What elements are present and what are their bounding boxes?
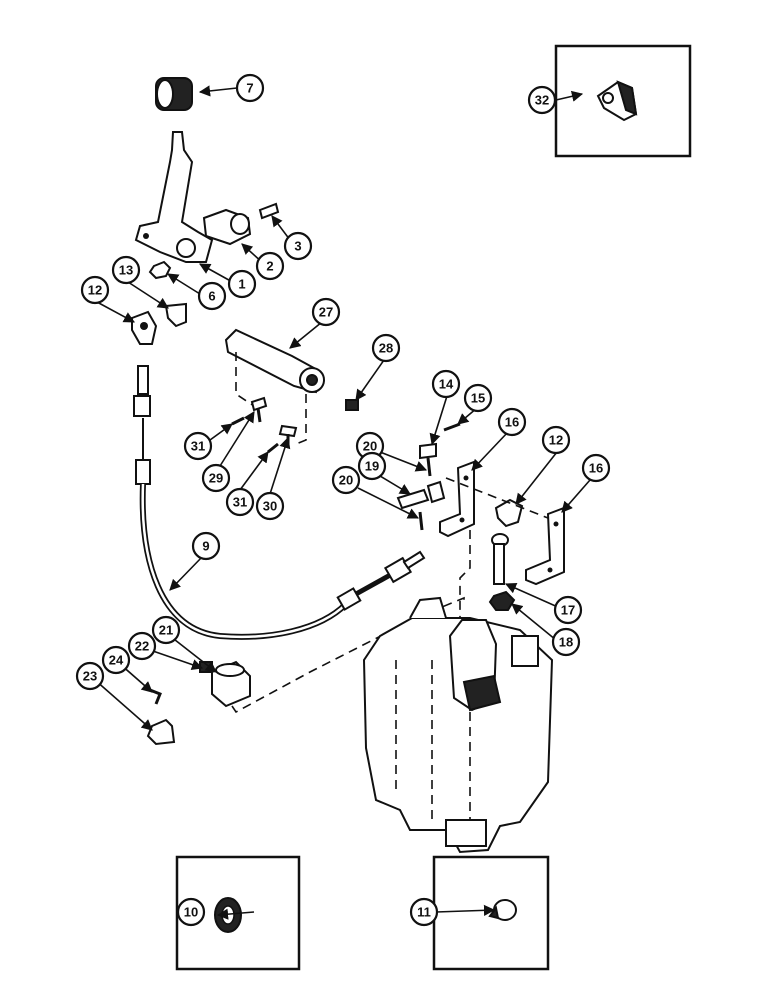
svg-text:20: 20 <box>339 473 353 488</box>
svg-text:19: 19 <box>365 459 379 474</box>
bracket-part-16-b <box>525 506 565 586</box>
callout-24: 24 <box>101 645 131 675</box>
callout-20-b: 20 <box>331 465 361 495</box>
nut-part-18 <box>488 590 516 611</box>
pin-part-13 <box>164 302 187 328</box>
svg-text:14: 14 <box>439 377 454 392</box>
screw-part-3 <box>258 202 280 220</box>
svg-text:15: 15 <box>471 391 485 406</box>
clevis-part-12-right <box>494 498 524 528</box>
svg-text:16: 16 <box>505 415 519 430</box>
cotter-part-31-b <box>267 442 279 454</box>
handle-part-27 <box>224 328 325 394</box>
svg-text:23: 23 <box>83 669 97 684</box>
svg-text:32: 32 <box>535 93 549 108</box>
callout-22: 22 <box>127 631 157 661</box>
bolt-part-14 <box>419 442 437 460</box>
bracket-part-2 <box>202 208 252 246</box>
svg-text:17: 17 <box>561 603 575 618</box>
bracket-part-23 <box>146 718 176 746</box>
callout-12-left: 12 <box>80 275 110 305</box>
callout-17: 17 <box>553 595 583 625</box>
callout-21: 21 <box>151 615 181 645</box>
callout-30: 30 <box>255 491 285 521</box>
callout-9: 9 <box>191 531 221 561</box>
cotter-part-31-a <box>231 416 245 426</box>
svg-text:22: 22 <box>135 639 149 654</box>
callout-19: 19 <box>357 451 387 481</box>
svg-text:9: 9 <box>202 539 209 554</box>
eyebolt-part-17 <box>491 533 509 585</box>
svg-text:21: 21 <box>159 623 173 638</box>
bracket-part-16-a <box>439 460 475 538</box>
svg-text:12: 12 <box>549 433 563 448</box>
svg-text:31: 31 <box>233 495 247 510</box>
svg-text:3: 3 <box>294 239 301 254</box>
svg-text:29: 29 <box>209 471 223 486</box>
pin-part-29 <box>250 396 268 423</box>
cotter-part-15 <box>443 422 461 432</box>
callout-13: 13 <box>111 255 141 285</box>
callout-16-b: 16 <box>581 453 611 483</box>
callout-16-a: 16 <box>497 407 527 437</box>
cable-part-9 <box>133 365 426 640</box>
screw-part-24 <box>149 688 162 705</box>
cotter-part-20-b <box>418 511 424 531</box>
spring-part-28 <box>345 399 359 411</box>
pin-part-30 <box>278 424 298 446</box>
svg-text:24: 24 <box>109 653 124 668</box>
clevis-part-12-left <box>131 310 158 345</box>
cap-part-21 <box>211 660 251 708</box>
callout-32: 32 <box>527 85 557 115</box>
callout-27: 27 <box>311 297 341 327</box>
cotter-part-20-a <box>426 457 432 477</box>
svg-text:6: 6 <box>208 289 215 304</box>
svg-text:20: 20 <box>363 439 377 454</box>
svg-text:11: 11 <box>417 905 431 920</box>
inset-box-11 <box>432 855 550 971</box>
callout-2: 2 <box>255 251 285 281</box>
lever-part-1 <box>134 131 214 263</box>
svg-text:28: 28 <box>379 341 393 356</box>
svg-text:2: 2 <box>266 259 273 274</box>
callout-31-b: 31 <box>225 487 255 517</box>
svg-text:16: 16 <box>589 461 603 476</box>
svg-text:10: 10 <box>184 905 198 920</box>
inset-box-32 <box>554 44 692 158</box>
svg-text:7: 7 <box>246 81 253 96</box>
svg-text:1: 1 <box>238 277 245 292</box>
control-valve-body <box>362 596 554 854</box>
svg-text:31: 31 <box>191 439 205 454</box>
callout-10: 10 <box>176 897 206 927</box>
callout-28: 28 <box>371 333 401 363</box>
nut-part-6 <box>148 260 172 280</box>
svg-text:12: 12 <box>88 283 102 298</box>
callout-18: 18 <box>551 627 581 657</box>
svg-text:30: 30 <box>263 499 277 514</box>
knob-part-7 <box>155 77 193 111</box>
pin-part-19 <box>396 480 446 510</box>
callout-14: 14 <box>431 369 461 399</box>
dashed-guide-cable <box>231 596 465 714</box>
svg-text:18: 18 <box>559 635 573 650</box>
callout-7: 7 <box>235 73 265 103</box>
callout-12-right: 12 <box>541 425 571 455</box>
svg-text:27: 27 <box>319 305 333 320</box>
callout-1: 1 <box>227 269 257 299</box>
callout-31-a: 31 <box>183 431 213 461</box>
callout-11: 11 <box>409 897 439 927</box>
callout-3: 3 <box>283 231 313 261</box>
callout-23: 23 <box>75 661 105 691</box>
callout-6: 6 <box>197 281 227 311</box>
callout-29: 29 <box>201 463 231 493</box>
callout-15: 15 <box>463 383 493 413</box>
svg-text:13: 13 <box>119 263 133 278</box>
